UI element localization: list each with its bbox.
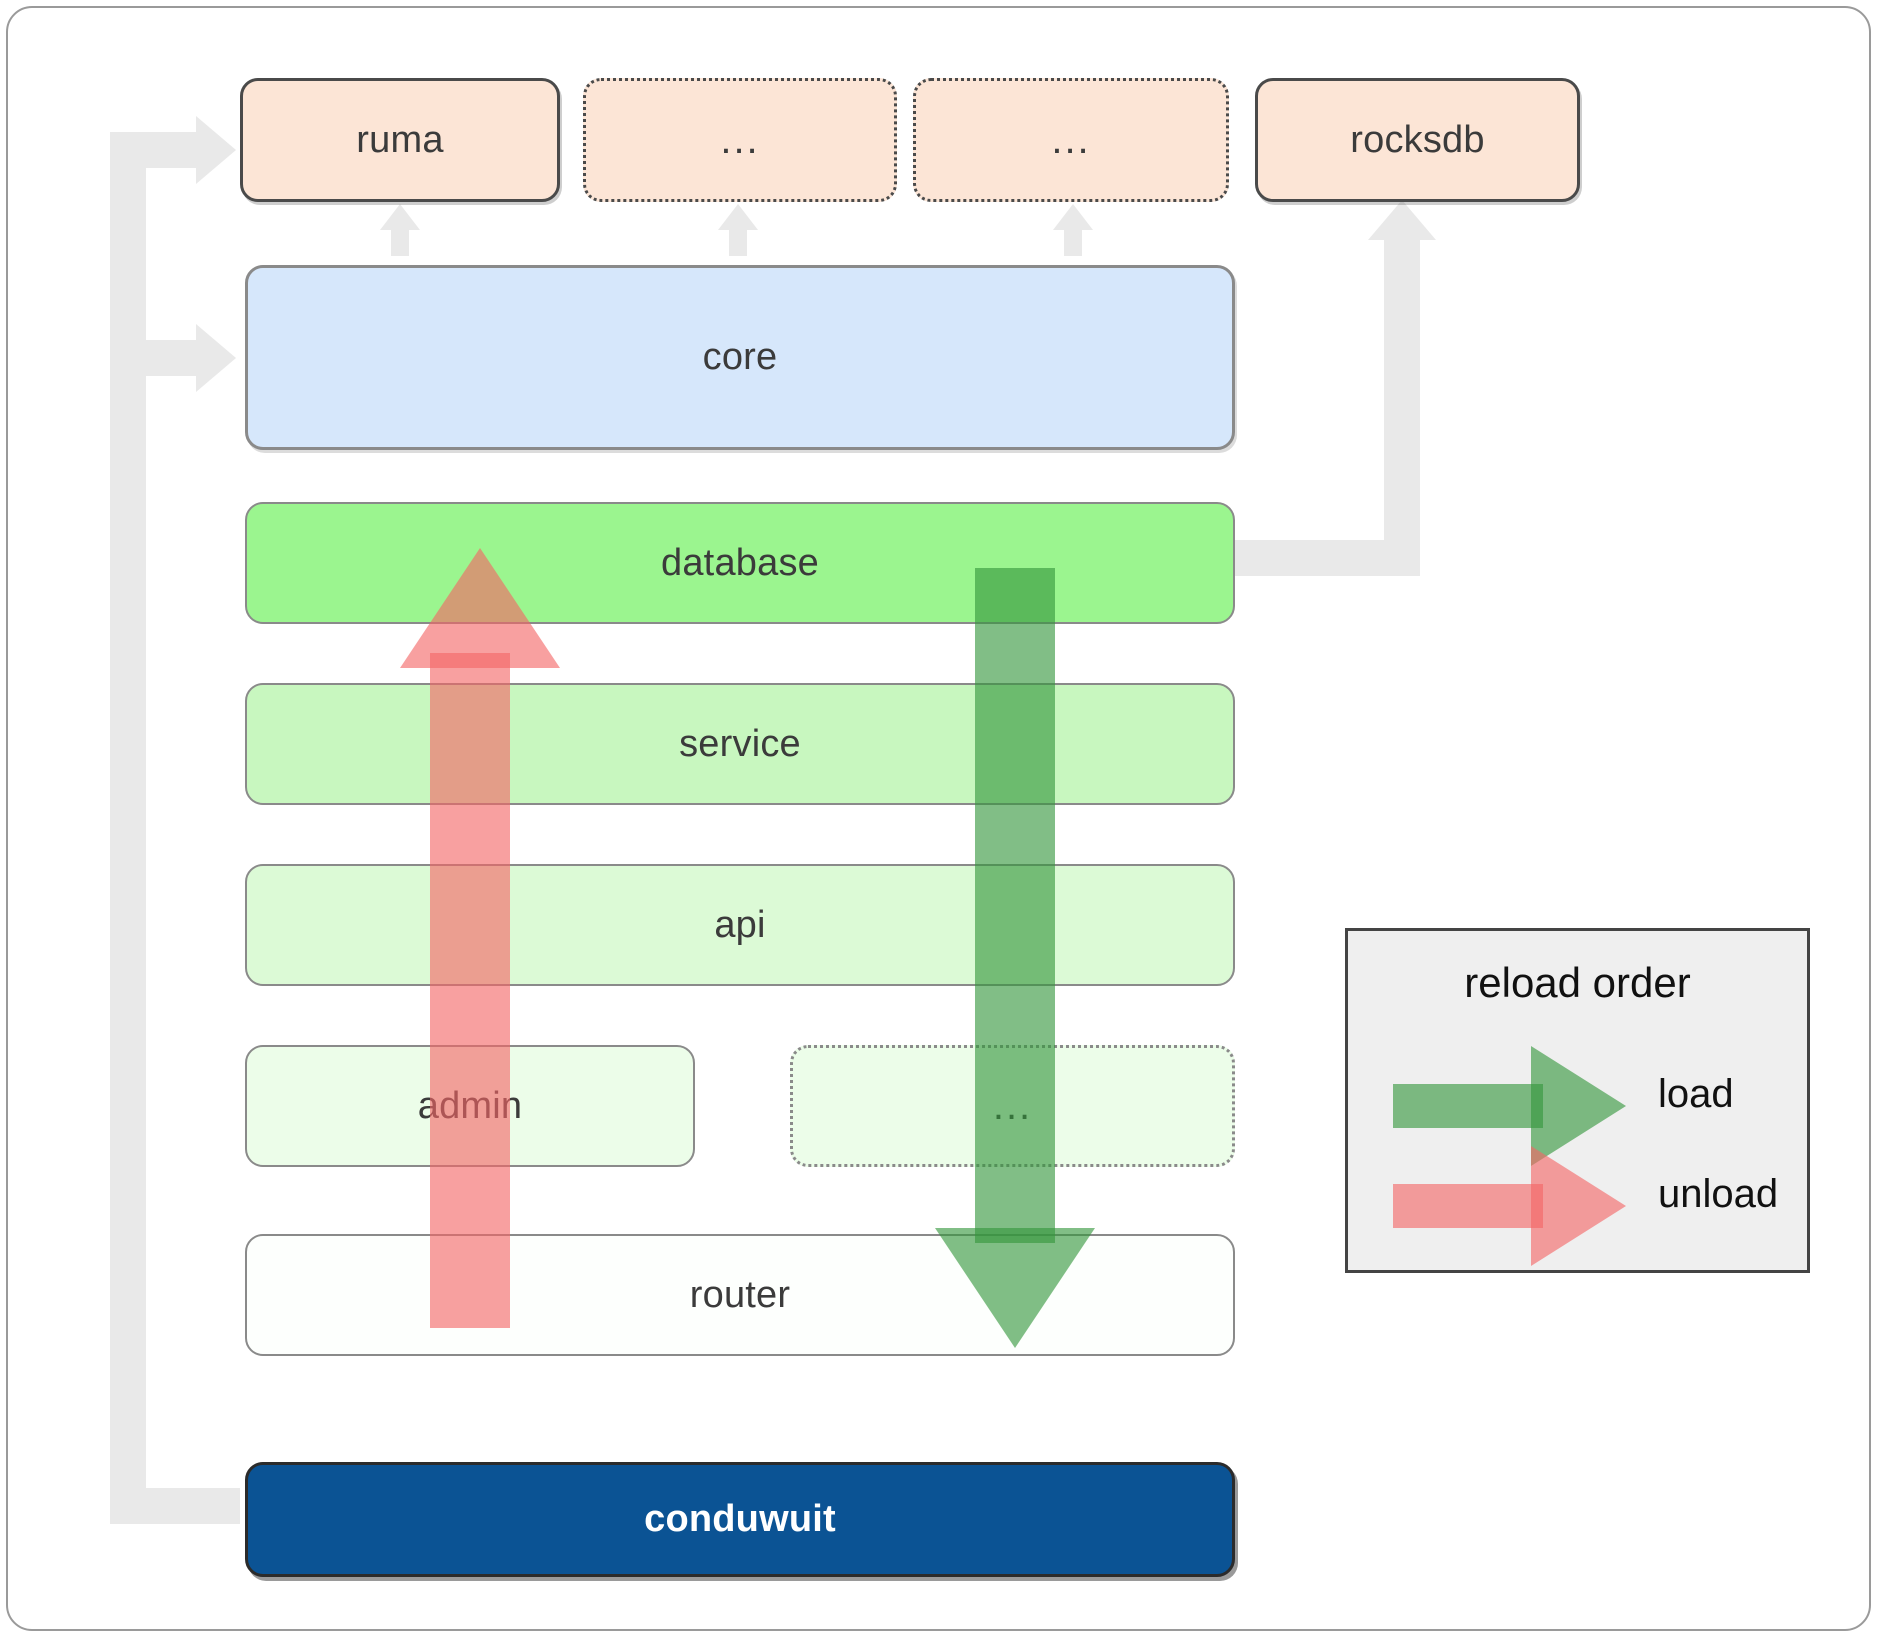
dependency-label: rocksdb [1350, 118, 1485, 161]
arrow-head-icon [380, 204, 420, 230]
diagram-frame [6, 6, 1871, 1631]
arrow-stem [1064, 222, 1082, 256]
layer-node-router[interactable]: router [245, 1234, 1235, 1356]
connector-rail-bottom [110, 1488, 240, 1524]
dependency-node-ruma[interactable]: ruma [240, 78, 560, 202]
layer-label: api [714, 903, 766, 946]
arrow-head-icon [718, 204, 758, 230]
dependency-label: ... [1051, 118, 1091, 162]
legend-row-unload: unload [1393, 1146, 1793, 1266]
connector-rocksdb-vertical [1384, 235, 1420, 565]
legend-panel: reload order load unload [1345, 928, 1810, 1273]
connector-arrow-rocksdb [1368, 200, 1436, 240]
arrow-head-icon [1053, 204, 1093, 230]
legend-load-label: load [1658, 1072, 1734, 1116]
connector-branch-ruma [110, 132, 200, 168]
core-to-ruma-arrow [380, 204, 420, 260]
root-label: conduwuit [644, 1498, 836, 1540]
dependency-node-ellipsis-1[interactable]: ... [583, 78, 897, 202]
arrow-stem [729, 222, 747, 256]
core-to-dep3-arrow [1053, 204, 1093, 260]
layer-label: database [661, 541, 819, 584]
layer-label: admin [417, 1084, 523, 1127]
layer-label: router [689, 1273, 791, 1316]
root-node-conduwuit[interactable]: conduwuit [245, 1462, 1235, 1577]
connector-arrow-core [196, 324, 236, 392]
legend-unload-shaft [1393, 1184, 1543, 1228]
core-label: core [702, 336, 778, 378]
legend-unload-label: unload [1658, 1172, 1779, 1216]
layer-label: service [679, 722, 801, 765]
dependency-node-rocksdb[interactable]: rocksdb [1255, 78, 1580, 202]
layer-node-database[interactable]: database [245, 502, 1235, 624]
core-node[interactable]: core [245, 265, 1235, 450]
connector-arrow-ruma [196, 116, 236, 184]
legend-load-shaft [1393, 1084, 1543, 1128]
layer-node-ellipsis[interactable]: ... [790, 1045, 1235, 1167]
layer-label: ... [992, 1084, 1033, 1128]
layer-node-api[interactable]: api [245, 864, 1235, 986]
legend-title: reload order [1464, 959, 1691, 1006]
layer-node-admin[interactable]: admin [245, 1045, 695, 1167]
layer-node-service[interactable]: service [245, 683, 1235, 805]
dependency-label: ruma [356, 118, 444, 161]
legend-unload-arrow-icon [1531, 1146, 1626, 1266]
core-to-dep2-arrow [718, 204, 758, 260]
dependency-node-ellipsis-2[interactable]: ... [913, 78, 1229, 202]
dependency-label: ... [720, 118, 760, 162]
connector-branch-core [110, 340, 200, 376]
arrow-stem [391, 222, 409, 256]
